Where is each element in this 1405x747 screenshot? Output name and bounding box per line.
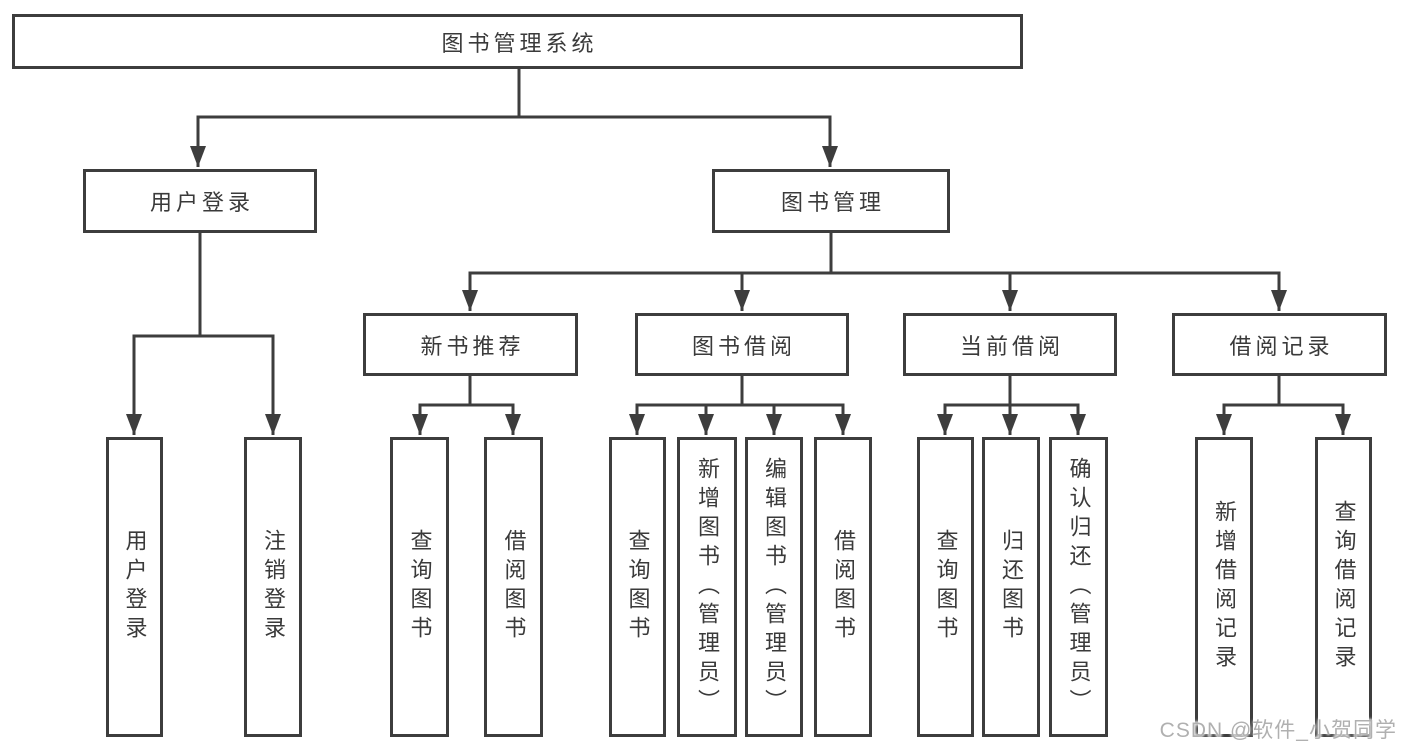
node-root-label: 图书管理系统 — [441, 30, 598, 56]
node-book-borrow: 图书借阅 — [635, 313, 849, 376]
node-user-login: 用户登录 — [83, 169, 317, 233]
leaf-borrow-borrow-book: 借阅图书 — [814, 437, 872, 737]
node-root: 图书管理系统 — [12, 14, 1023, 69]
node-new-book-recommend: 新书推荐 — [363, 313, 578, 376]
leaf-current-confirm-return-label: 确认归还（管理员） — [1066, 456, 1092, 718]
leaf-recommend-borrow-book: 借阅图书 — [484, 437, 543, 737]
leaf-recommend-query-book: 查询图书 — [390, 437, 449, 737]
leaf-record-query: 查询借阅记录 — [1315, 437, 1372, 737]
leaf-logout: 注销登录 — [244, 437, 302, 737]
leaf-current-return-book-label: 归还图书 — [999, 529, 1024, 645]
node-current-borrow-label: 当前借阅 — [959, 333, 1064, 359]
leaf-borrow-add-book: 新增图书（管理员） — [677, 437, 737, 737]
leaf-borrow-add-book-label: 新增图书（管理员） — [695, 456, 720, 718]
leaf-borrow-edit-book: 编辑图书（管理员） — [745, 437, 803, 737]
leaf-record-add: 新增借阅记录 — [1195, 437, 1253, 737]
leaf-borrow-borrow-book-label: 借阅图书 — [831, 529, 856, 645]
leaf-record-query-label: 查询借阅记录 — [1331, 500, 1357, 674]
leaf-current-return-book: 归还图书 — [982, 437, 1040, 737]
node-book-management: 图书管理 — [712, 169, 950, 233]
node-user-login-label: 用户登录 — [149, 190, 254, 215]
node-book-management-label: 图书管理 — [780, 190, 885, 215]
leaf-user-login: 用户登录 — [106, 437, 163, 737]
leaf-recommend-borrow-book-label: 借阅图书 — [501, 529, 527, 645]
leaf-borrow-edit-book-label: 编辑图书（管理员） — [762, 456, 787, 718]
leaf-current-query-book-label: 查询图书 — [933, 529, 959, 645]
node-new-book-recommend-label: 新书推荐 — [420, 333, 525, 359]
watermark: CSDN @软件_小贺同学 — [1159, 719, 1397, 742]
leaf-current-confirm-return: 确认归还（管理员） — [1049, 437, 1108, 737]
node-borrow-record: 借阅记录 — [1172, 313, 1387, 376]
leaf-borrow-query-book: 查询图书 — [609, 437, 666, 737]
leaf-borrow-query-book-label: 查询图书 — [625, 529, 651, 645]
node-current-borrow: 当前借阅 — [903, 313, 1117, 376]
leaf-user-login-label: 用户登录 — [122, 529, 148, 645]
leaf-logout-label: 注销登录 — [261, 529, 286, 645]
node-borrow-record-label: 借阅记录 — [1229, 333, 1334, 359]
leaf-record-add-label: 新增借阅记录 — [1212, 500, 1237, 674]
node-book-borrow-label: 图书借阅 — [691, 333, 796, 359]
leaf-recommend-query-book-label: 查询图书 — [407, 529, 433, 645]
leaf-current-query-book: 查询图书 — [917, 437, 974, 737]
